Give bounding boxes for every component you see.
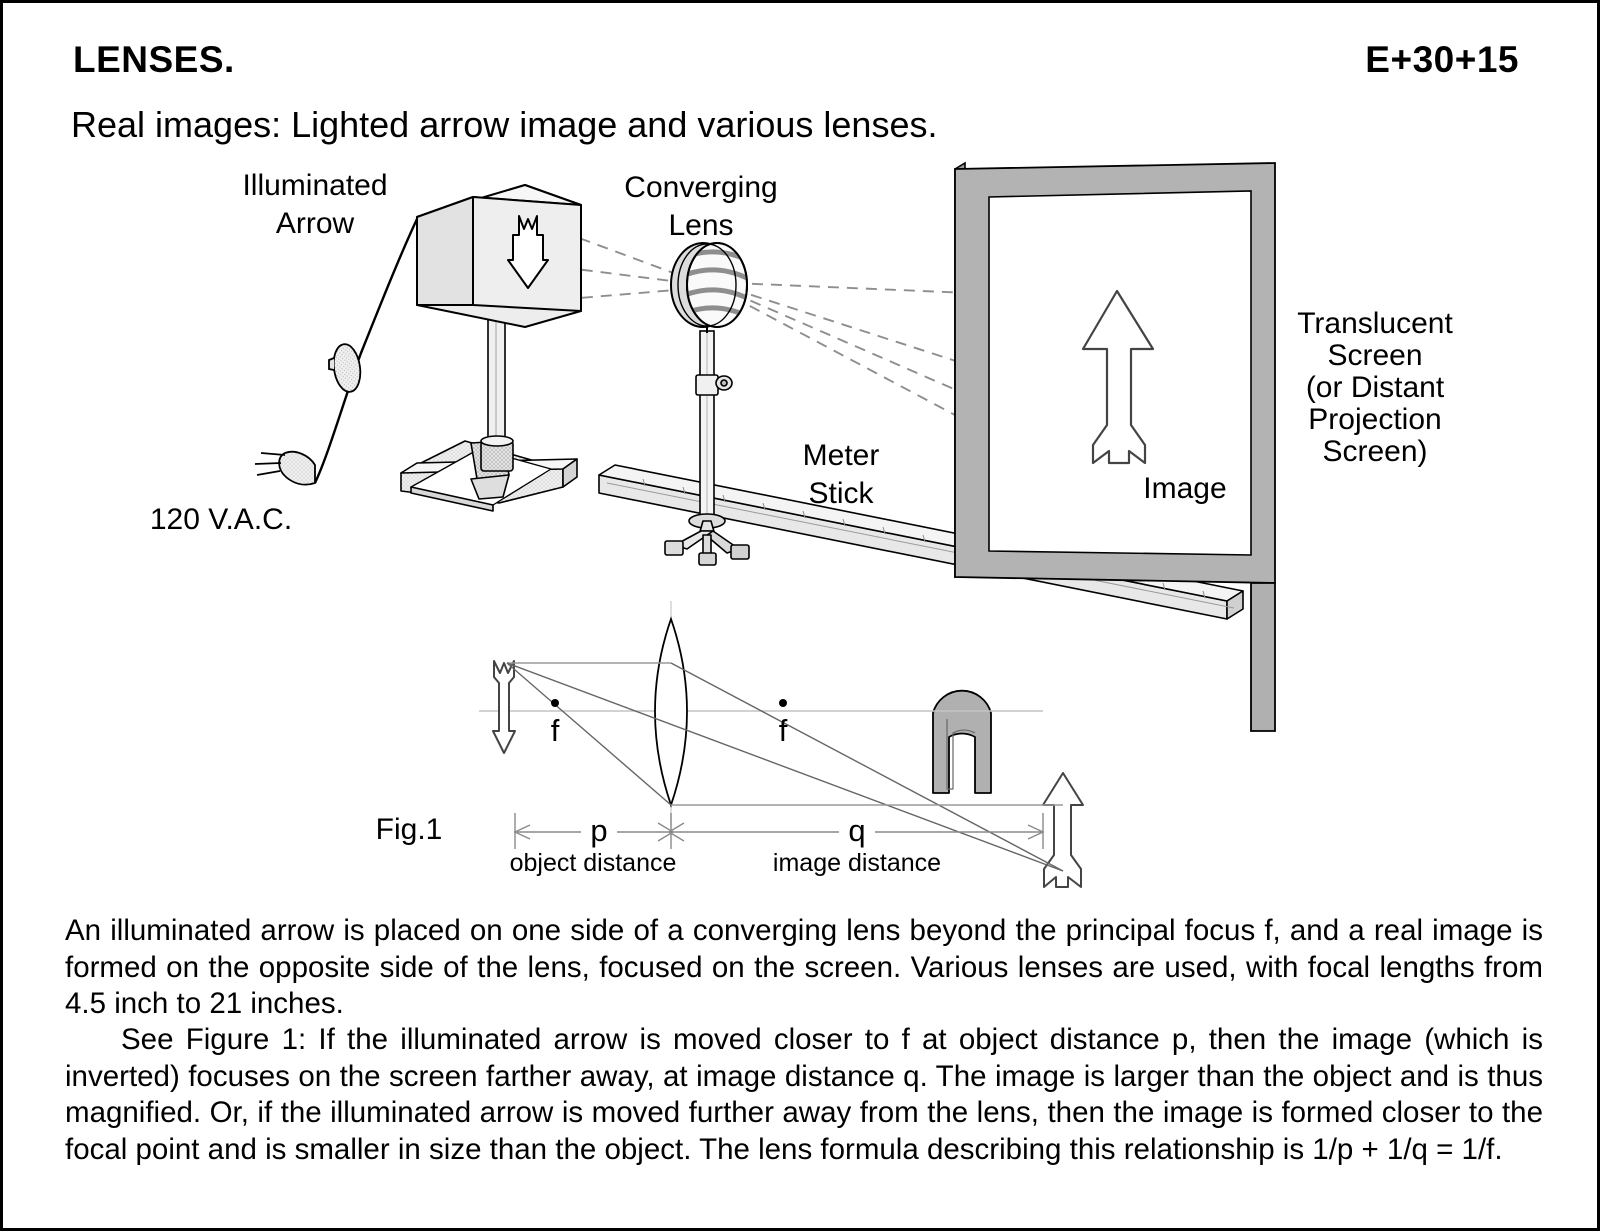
page-title: LENSES.	[73, 39, 235, 80]
svg-text:Screen): Screen)	[1322, 435, 1427, 468]
label-converging-lens: Converging	[624, 171, 777, 204]
focal-point-right	[779, 699, 787, 707]
catalog-code: E+30+15	[1365, 39, 1519, 80]
label-image: Image	[1143, 472, 1226, 505]
label-voltage: 120 V.A.C.	[150, 503, 292, 536]
description-paragraph-1: An illuminated arrow is placed on one si…	[65, 914, 1543, 1020]
page-subtitle: Real images: Lighted arrow image and var…	[71, 104, 938, 145]
dimension-symbol-p: p	[590, 813, 607, 848]
svg-text:Arrow: Arrow	[276, 207, 355, 240]
lens-tripod-base	[664, 513, 750, 566]
label-screen-1: Translucent	[1297, 307, 1453, 340]
label-meter-stick: Meter	[803, 439, 880, 472]
svg-text:Stick: Stick	[808, 477, 874, 510]
arrow-box-base	[400, 440, 578, 512]
lens-post	[699, 330, 715, 522]
svg-text:Projection: Projection	[1308, 403, 1441, 436]
fig1-ray-diagram: f f p q Fig.1 object distance image dist	[376, 601, 1084, 888]
svg-text:Lens: Lens	[668, 209, 733, 242]
screen-right-leg	[1250, 582, 1276, 732]
fig1-object-arrow	[492, 660, 516, 754]
focal-point-left	[551, 699, 559, 707]
converging-lens	[670, 242, 748, 328]
caption-fig1: Fig.1	[376, 813, 443, 846]
power-cord	[313, 218, 419, 484]
illuminated-arrow-box	[416, 184, 582, 328]
power-plug	[254, 450, 316, 486]
focal-label-right: f	[779, 713, 788, 748]
label-object-distance: object distance	[510, 849, 677, 877]
object-arrow-glyph	[507, 215, 549, 289]
description-paragraph-2: See Figure 1: If the illuminated arrow i…	[65, 1023, 1543, 1166]
label-illuminated-arrow: Illuminated	[242, 169, 387, 202]
arrow-box-collar	[480, 435, 514, 472]
screen-arched-foot	[932, 689, 992, 794]
focal-label-left: f	[551, 713, 560, 748]
diagram-labels: Illuminated Arrow 120 V.A.C. Converging …	[150, 169, 1454, 536]
dimension-symbol-q: q	[848, 813, 865, 848]
cord-switch	[328, 343, 362, 393]
svg-text:(or Distant: (or Distant	[1306, 371, 1445, 404]
apparatus-diagram: Illuminated Arrow 120 V.A.C. Converging …	[3, 153, 1597, 893]
projected-image-arrow	[1081, 289, 1155, 465]
label-image-distance: image distance	[773, 849, 941, 877]
svg-text:Screen: Screen	[1327, 339, 1422, 372]
header: LENSES. E+30+15 Real images: Lighted arr…	[3, 3, 1597, 145]
translucent-screen	[932, 161, 1276, 794]
fig1-image-arrow	[1042, 772, 1084, 888]
fig1-lens	[654, 616, 688, 808]
illuminated-arrow-apparatus	[254, 184, 582, 512]
arrow-box-post	[487, 302, 506, 454]
lens-post-clamp	[695, 374, 733, 396]
converging-lens-apparatus	[664, 242, 750, 566]
